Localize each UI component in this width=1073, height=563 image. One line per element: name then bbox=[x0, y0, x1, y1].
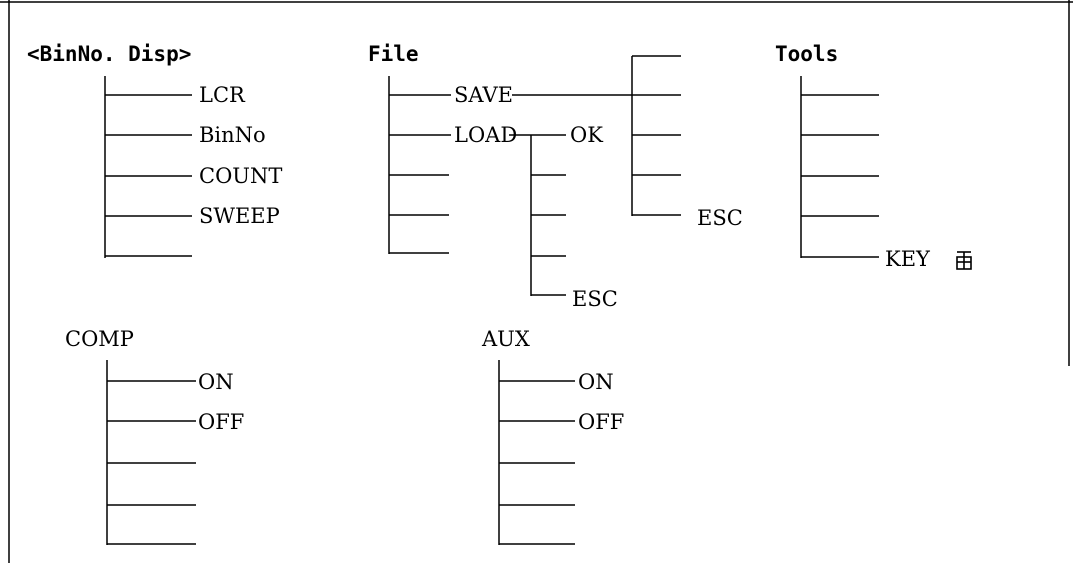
file-item-save: SAVE bbox=[454, 83, 514, 107]
load-item-ok: OK bbox=[570, 123, 603, 147]
load-item-esc: ESC bbox=[572, 287, 618, 311]
tools-item-key: KEY bbox=[885, 247, 930, 271]
lock-icon bbox=[956, 251, 972, 270]
aux-heading: AUX bbox=[482, 327, 530, 351]
bin-disp-item-sweep: SWEEP bbox=[199, 204, 280, 228]
comp-heading: COMP bbox=[65, 327, 134, 351]
file-item-load: LOAD bbox=[454, 123, 518, 147]
comp-item-on: ON bbox=[198, 370, 234, 394]
tools-heading: Tools bbox=[775, 42, 839, 66]
bin-disp-heading: <BinNo. Disp> bbox=[27, 42, 192, 66]
bin-disp-item-lcr: LCR bbox=[199, 83, 245, 107]
comp-item-off: OFF bbox=[198, 410, 245, 434]
bin-disp-item-count: COUNT bbox=[199, 164, 283, 188]
aux-item-off: OFF bbox=[578, 410, 625, 434]
aux-item-on: ON bbox=[578, 370, 614, 394]
save-item-esc: ESC bbox=[697, 206, 743, 230]
bin-disp-item-binno: BinNo bbox=[199, 123, 266, 147]
file-heading: File bbox=[368, 42, 419, 66]
